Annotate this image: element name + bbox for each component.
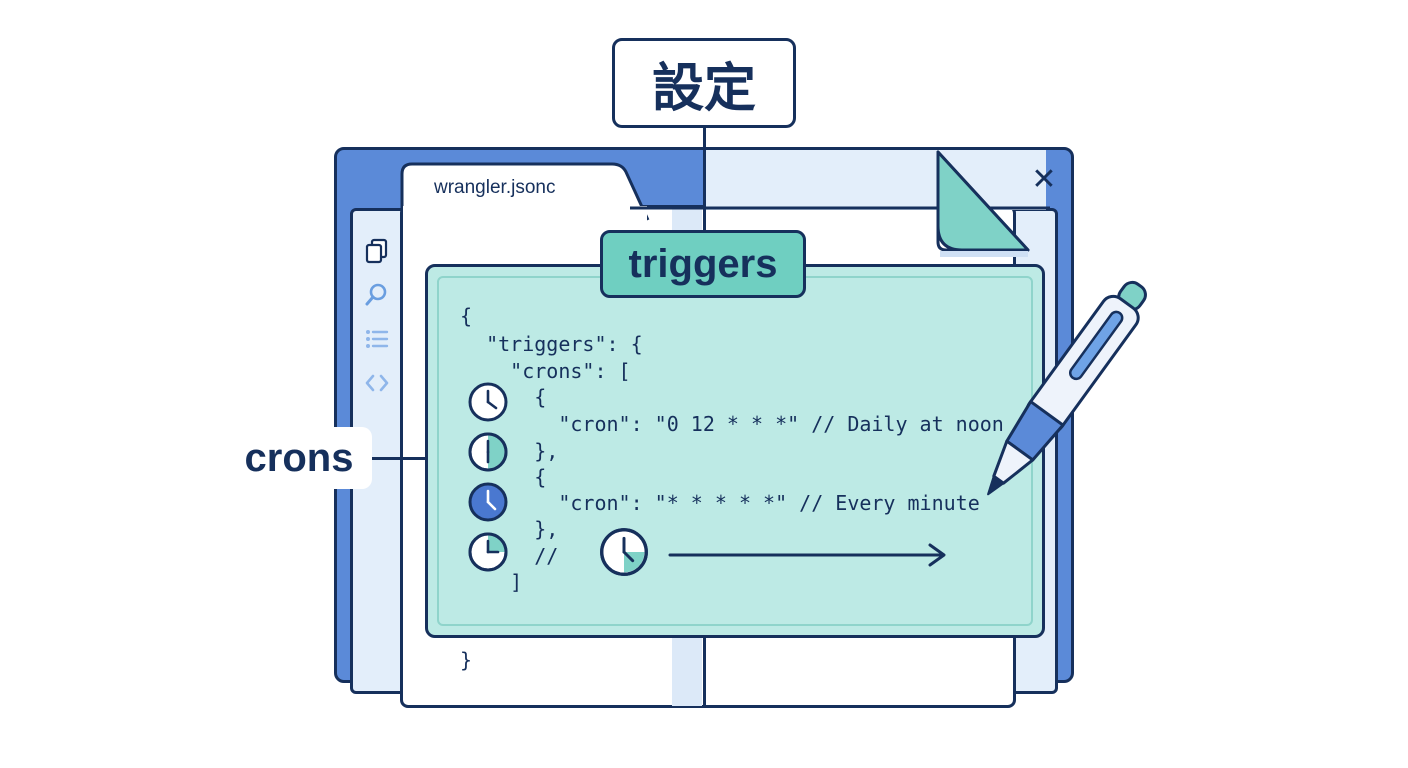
code-panel [425, 264, 1045, 638]
pen-icon [987, 280, 1147, 496]
code-line: } [460, 648, 473, 672]
search-icon[interactable] [362, 280, 392, 310]
code-line: "cron": "* * * * *" // Every minute [462, 491, 980, 515]
clock-icon [600, 528, 648, 576]
triggers-label: triggers [600, 230, 806, 298]
clock-icon [468, 532, 508, 572]
code-line: { [460, 304, 473, 328]
settings-label: 設定 [612, 38, 796, 128]
page-fold-icon [936, 150, 1030, 257]
code-line: "triggers": { [462, 332, 643, 356]
arrow-right-icon [668, 543, 946, 567]
clock-icon [468, 482, 508, 522]
crons-label: crons [226, 427, 372, 489]
files-icon[interactable] [362, 236, 392, 266]
clock-icon [468, 432, 508, 472]
connector-line [372, 457, 428, 460]
code-line: "cron": "0 12 * * *" // Daily at noon [462, 412, 1004, 436]
clock-icon [468, 382, 508, 422]
code-icon[interactable] [362, 368, 392, 398]
code-line: // [462, 544, 559, 568]
code-line: }, [462, 517, 559, 541]
code-line: "crons": [ [462, 359, 631, 383]
code-line: { [534, 385, 547, 409]
code-line: { [462, 465, 547, 489]
code-line: }, [462, 439, 559, 463]
list-icon[interactable] [362, 324, 392, 354]
code-line: ] [462, 570, 523, 594]
activity-bar [356, 228, 398, 688]
close-button[interactable]: ✕ [1031, 162, 1057, 197]
tab-wrangler-jsonc[interactable] [400, 162, 660, 222]
tab-filename: wrangler.jsonc [434, 177, 556, 198]
tab-bar-background [706, 150, 1046, 210]
